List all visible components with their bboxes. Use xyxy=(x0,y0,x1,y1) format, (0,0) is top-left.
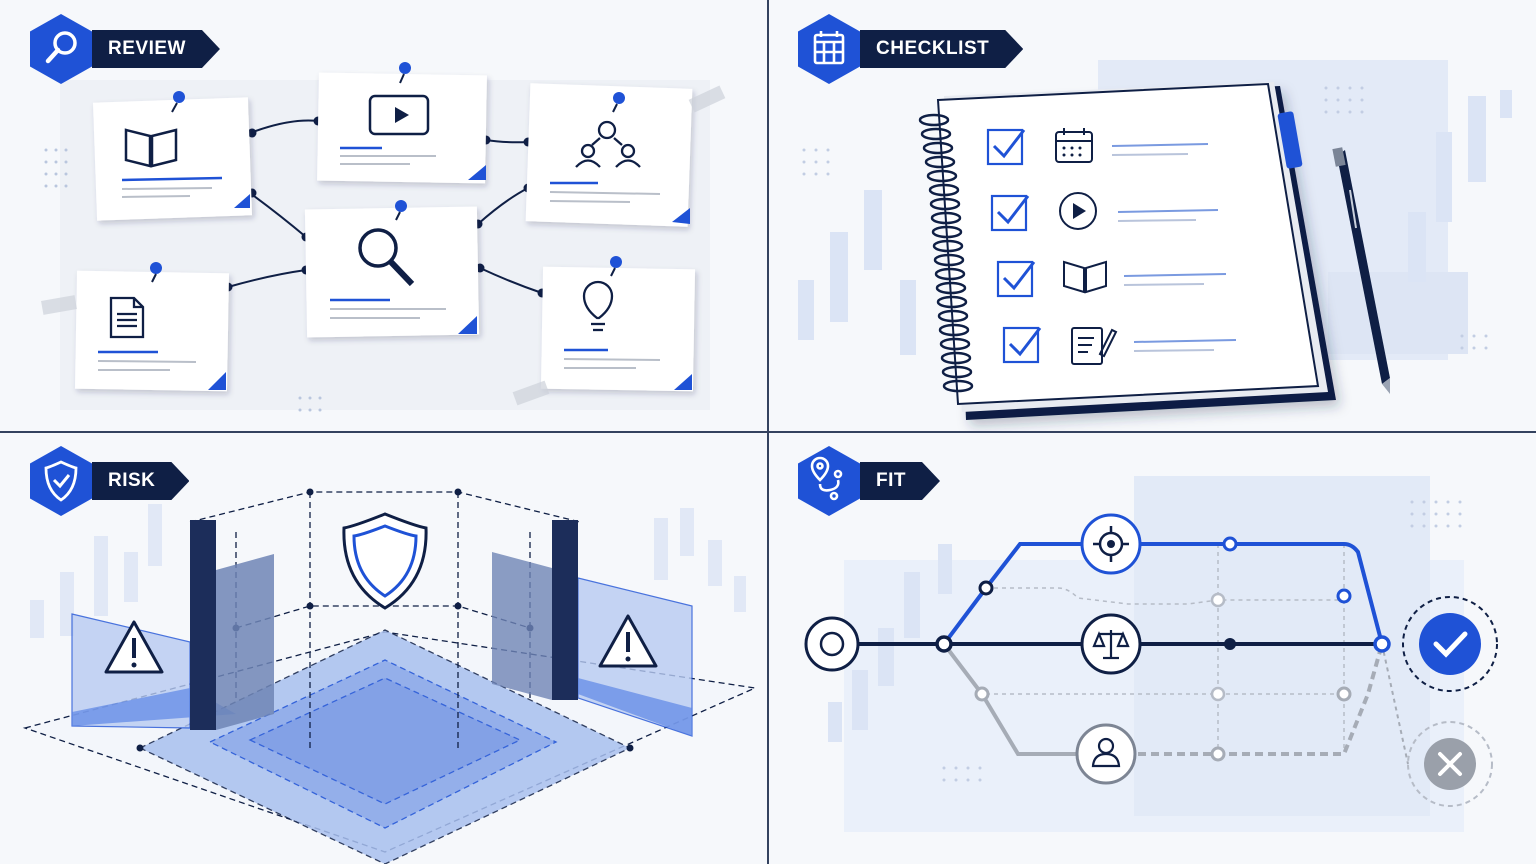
checkmark-icon xyxy=(1008,327,1042,357)
pushpin-icon xyxy=(610,256,622,268)
checkmark-icon xyxy=(1002,261,1036,291)
dot-grid xyxy=(44,148,322,412)
checklist-label: CHECKLIST xyxy=(860,30,1023,68)
document-icon xyxy=(109,296,145,339)
pushpin-icon xyxy=(613,92,625,104)
spiral-binding xyxy=(918,113,974,393)
checkmark-icon xyxy=(992,129,1026,159)
warning-icon xyxy=(598,614,658,668)
magnifier-icon xyxy=(30,14,92,84)
balance-scale-icon xyxy=(1080,613,1142,675)
right-pillar xyxy=(552,520,578,700)
pushpin-icon xyxy=(395,200,407,212)
dot-grid xyxy=(942,500,1462,782)
card-video xyxy=(317,62,487,184)
pushpin-icon xyxy=(173,91,185,103)
pen-icon xyxy=(1332,147,1390,394)
shield-check-icon xyxy=(30,446,92,516)
video-icon xyxy=(368,94,430,136)
risk-label: RISK xyxy=(92,462,189,500)
checklist-row-calendar xyxy=(986,128,1209,166)
spiral-notebook xyxy=(918,82,1336,420)
review-label: REVIEW xyxy=(92,30,220,68)
replay-icon xyxy=(1059,192,1097,230)
checklist-row-notes xyxy=(1002,326,1237,365)
card-document xyxy=(74,262,230,392)
start-node xyxy=(804,616,860,672)
horizontal-divider xyxy=(0,431,1536,433)
risk-panel: RISK xyxy=(0,432,768,864)
card-people xyxy=(525,83,693,227)
card-idea xyxy=(540,256,696,392)
card-book xyxy=(92,91,253,221)
book-icon xyxy=(124,128,178,168)
checklist-row-video xyxy=(990,192,1219,232)
checklist-panel: CHECKLIST xyxy=(768,0,1536,432)
candlestick-bars xyxy=(798,90,1512,355)
risk-isometric-scene xyxy=(22,488,758,864)
guide-lines xyxy=(986,544,1345,752)
team-icon xyxy=(575,120,641,168)
fit-panel: FIT xyxy=(768,432,1536,864)
shield-icon xyxy=(342,512,428,610)
search-icon xyxy=(358,228,415,287)
book-icon xyxy=(1063,260,1107,294)
tape-strips xyxy=(41,85,726,406)
review-board xyxy=(41,62,726,412)
target-icon xyxy=(1080,513,1142,575)
path-bottom xyxy=(942,642,1078,756)
fit-path-diagram xyxy=(804,476,1498,832)
calendar-grid-icon xyxy=(798,14,860,84)
reject-x-icon xyxy=(1407,721,1493,807)
bookmark-tab xyxy=(1277,111,1303,169)
pushpin-icon xyxy=(150,262,162,274)
pushpin-icon xyxy=(399,62,411,74)
card-search xyxy=(304,200,480,338)
person-icon xyxy=(1075,723,1137,785)
dot-grid xyxy=(802,86,1488,350)
checklist-notebook-scene xyxy=(798,60,1512,420)
fit-label: FIT xyxy=(860,462,940,500)
warning-icon xyxy=(104,620,164,674)
checklist-row-book xyxy=(996,260,1227,298)
left-pillar xyxy=(190,520,216,730)
folded-corner xyxy=(234,194,250,208)
calendar-icon xyxy=(1055,128,1093,163)
notepad-pen-icon xyxy=(1071,327,1118,365)
lightbulb-icon xyxy=(582,280,614,332)
candlestick-bars xyxy=(30,504,746,638)
path-nodes xyxy=(935,536,1391,762)
route-pin-icon xyxy=(798,446,860,516)
success-check-icon xyxy=(1402,596,1498,692)
review-panel: REVIEW xyxy=(0,0,768,432)
checkmark-icon xyxy=(996,195,1030,225)
path-top xyxy=(942,542,1082,646)
